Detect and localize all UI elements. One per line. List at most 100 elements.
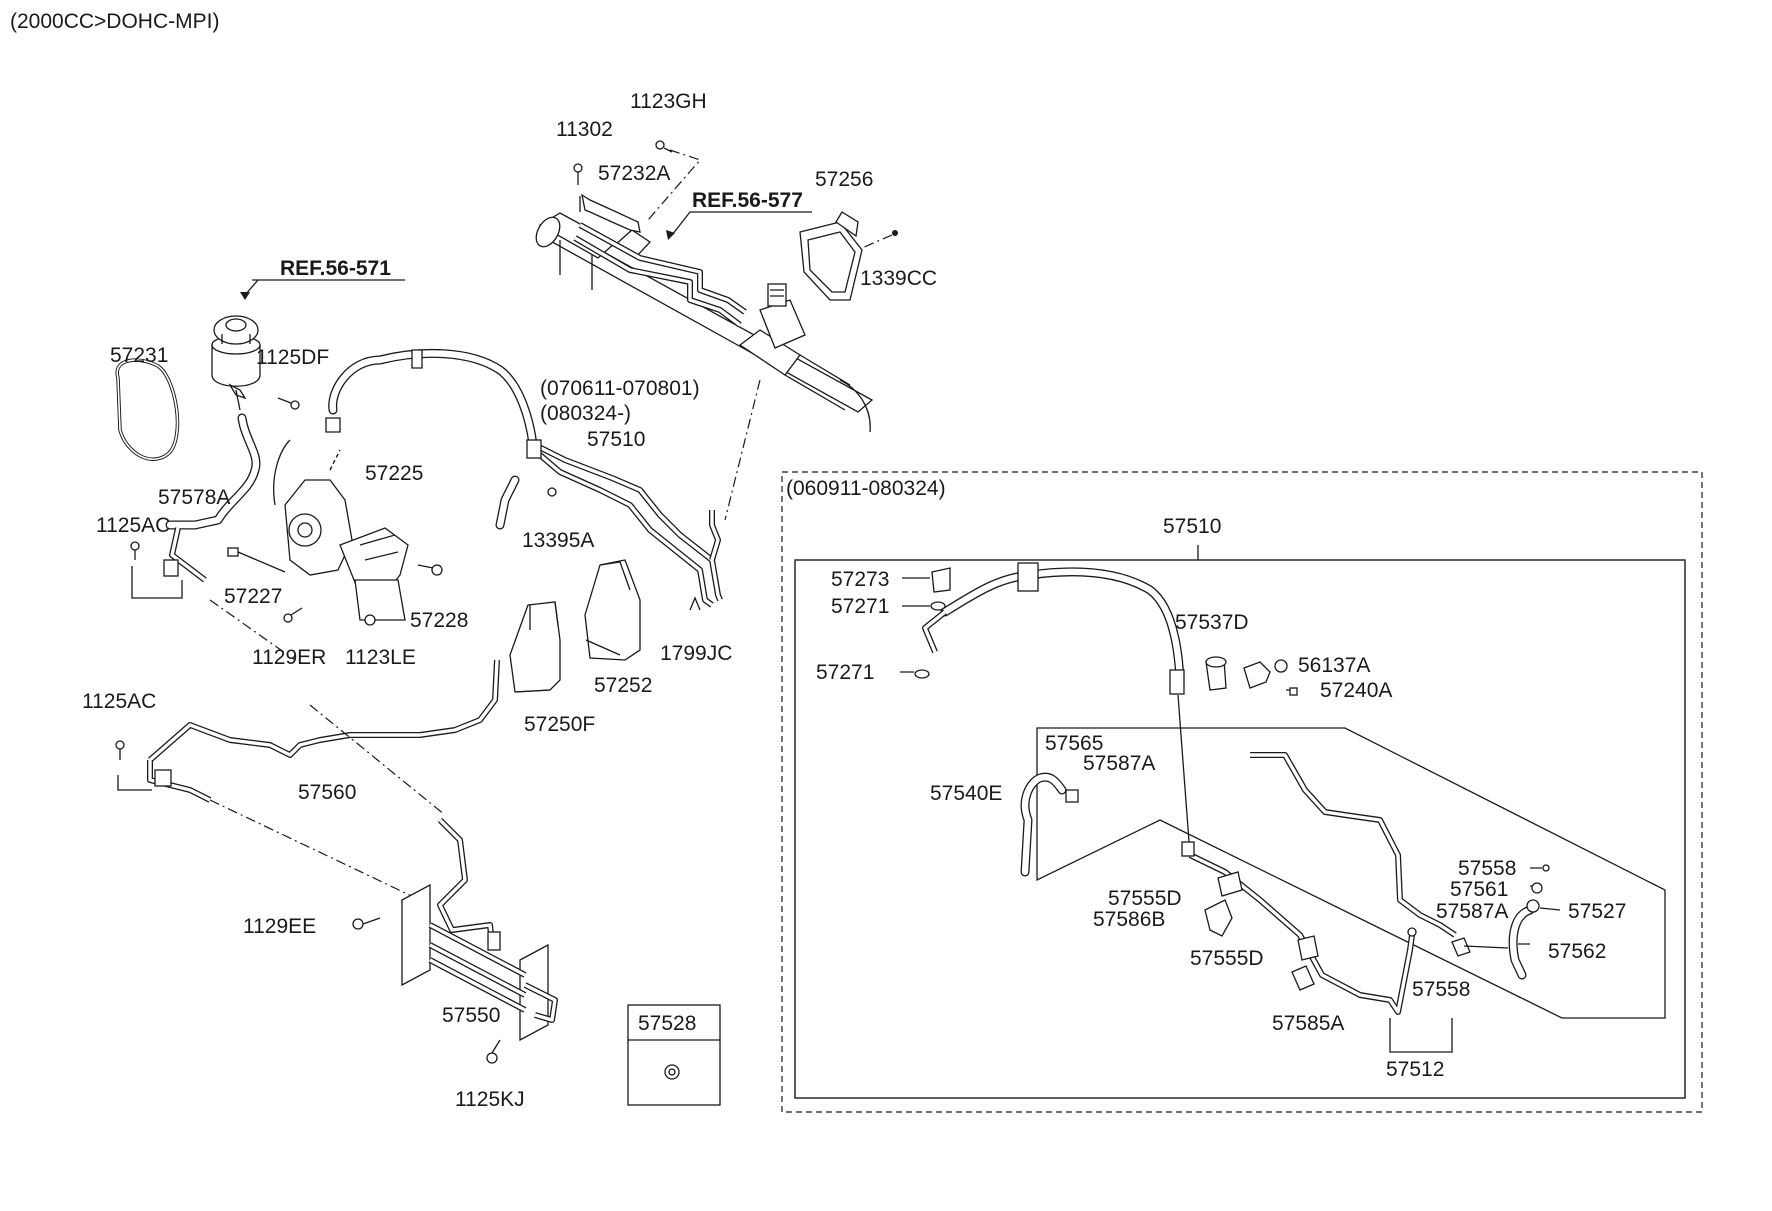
inset-label-57587a-b: 57587A	[1436, 900, 1508, 923]
inset-label-57585a: 57585A	[1272, 1012, 1344, 1035]
label-1339cc: 1339CC	[860, 267, 937, 290]
label-13395a: 13395A	[522, 529, 594, 552]
label-57231: 57231	[110, 344, 168, 367]
boot-cover-57256	[799, 211, 863, 301]
ref-56-577: REF.56-577	[692, 189, 803, 212]
inset-label-57273: 57273	[831, 568, 889, 591]
inset-grommet-57537d	[1205, 656, 1227, 691]
inset-hose-57562	[1508, 899, 1540, 980]
inset-return-pipe	[1250, 752, 1457, 938]
inset-nut-57558-a	[1542, 864, 1550, 872]
inset-label-57271-a: 57271	[831, 595, 889, 618]
bolt-1339cc	[892, 230, 898, 236]
label-1125kj: 1125KJ	[455, 1088, 525, 1111]
label-date-080324: (080324-)	[540, 402, 631, 425]
inset-clip-57587a-b	[1451, 937, 1471, 957]
inset-label-57512: 57512	[1386, 1058, 1444, 1081]
bolt-57227	[227, 547, 286, 573]
inset-clamp-56137a	[1243, 659, 1288, 689]
inset-date-range: (060911-080324)	[786, 477, 946, 500]
bolt-1129er	[283, 607, 303, 623]
label-1129er: 1129ER	[252, 646, 326, 669]
label-57227: 57227	[224, 585, 282, 608]
bolt-1123gh	[655, 140, 673, 153]
pressure-hose-57510	[325, 348, 723, 608]
label-57232a: 57232A	[598, 162, 670, 185]
part-box-57528	[627, 1004, 721, 1106]
bolt-1123le	[364, 614, 376, 626]
inset-label-57558-b: 57558	[1412, 978, 1470, 1001]
inset-bracket-57585a	[1291, 965, 1315, 991]
suction-hose-57578a	[163, 413, 261, 583]
return-hose-57560	[147, 659, 500, 803]
bolt-1125ac-bottom	[115, 740, 125, 760]
inset-clamps-57555d	[1217, 871, 1319, 961]
label-1125df: 1125DF	[256, 346, 329, 369]
label-date-070611: (070611-070801)	[540, 377, 700, 400]
inset-label-57586b: 57586B	[1093, 908, 1165, 931]
ref-56-571: REF.56-571	[280, 257, 391, 280]
label-57256: 57256	[815, 168, 873, 191]
label-1123gh: 1123GH	[630, 90, 707, 113]
inset-fitting-57273	[931, 567, 951, 593]
label-57578a: 57578A	[158, 486, 230, 509]
bracket-57232a	[579, 193, 641, 233]
inset-label-56137a: 56137A	[1298, 654, 1370, 677]
label-1125ac-bottom: 1125AC	[82, 690, 156, 713]
inset-label-57540e: 57540E	[930, 782, 1002, 805]
label-57560: 57560	[298, 781, 356, 804]
reservoir-assembly	[211, 315, 261, 411]
clip-1799jc	[689, 596, 701, 611]
inset-label-57558-a: 57558	[1458, 857, 1516, 880]
label-57225: 57225	[365, 462, 423, 485]
bolt-57228	[417, 564, 443, 576]
inset-label-57271-b: 57271	[816, 661, 874, 684]
belt-57231	[115, 358, 180, 461]
inset-panel	[781, 471, 1703, 1113]
bolt-11302	[573, 163, 583, 185]
inset-hose-57510	[922, 562, 1191, 856]
pump-57225	[273, 439, 409, 621]
inset-label-57555d-a: 57555D	[1108, 887, 1182, 910]
inset-label-57555d-b: 57555D	[1190, 947, 1264, 970]
label-57228: 57228	[410, 609, 468, 632]
inset-label-57561: 57561	[1450, 878, 1508, 901]
label-1123le: 1123LE	[345, 646, 416, 669]
label-11302: 11302	[556, 118, 613, 141]
steering-gear-assembly	[535, 212, 874, 433]
inset-oring-57271-a	[930, 601, 946, 611]
label-57528: 57528	[638, 1012, 696, 1035]
label-1799jc: 1799JC	[660, 642, 732, 665]
label-57252: 57252	[594, 674, 652, 697]
label-57510-main: 57510	[587, 428, 645, 451]
inset-oring-57271-b	[914, 669, 930, 679]
cover-57252	[584, 559, 641, 661]
bolt-1129ee	[352, 917, 381, 930]
inset-label-57587a-a: 57587A	[1083, 752, 1155, 775]
arrow-ref-571	[240, 292, 250, 300]
cooler-57550	[401, 817, 558, 1042]
inset-clip-57561	[1531, 882, 1543, 894]
label-1129ee: 1129EE	[243, 915, 316, 938]
bolt-1125kj	[486, 1039, 501, 1064]
bolt-1125df	[277, 397, 300, 410]
inset-assembly-57510: 57510	[1163, 515, 1221, 538]
label-1125ac-top: 1125AC	[96, 514, 170, 537]
cover-57250f	[509, 601, 561, 693]
inset-label-57565: 57565	[1045, 732, 1103, 755]
inset-label-57537d: 57537D	[1175, 611, 1249, 634]
bolt-13395a	[547, 487, 557, 497]
bolt-1125ac-top	[130, 541, 140, 560]
inset-label-57562: 57562	[1548, 940, 1606, 963]
inset-bolt-57240a	[1289, 687, 1298, 696]
inset-label-57527: 57527	[1568, 900, 1626, 923]
inset-cooler-pipe-57512	[1181, 841, 1417, 1015]
engine-note: (2000CC>DOHC-MPI)	[10, 10, 219, 33]
arrow-ref-577	[666, 230, 675, 240]
inset-label-57240a: 57240A	[1320, 679, 1392, 702]
inset-bracket-57586b	[1204, 899, 1233, 937]
label-57250f: 57250F	[524, 713, 595, 736]
inset-hose-57540e	[1020, 772, 1079, 877]
label-57550: 57550	[442, 1004, 500, 1027]
